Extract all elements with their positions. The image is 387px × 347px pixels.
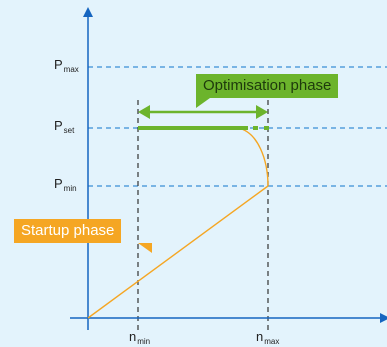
startup-callout-notch [138,243,152,253]
n-max-label: nmax [256,329,280,346]
p-max-label: Pmax [54,57,79,74]
p-set-green-dot-2 [264,126,269,130]
optimisation-phase-label: Optimisation phase [196,74,339,98]
optimisation-callout-notch [196,98,210,108]
startup-phase-label: Startup phase [14,219,122,243]
p-min-label: Pmin [54,176,77,193]
optimisation-curve [237,127,269,187]
optimisation-range-arrow-right [256,105,268,119]
optimisation-range-arrow-left [138,105,150,119]
startup-ramp-line [87,185,269,319]
n-min-label: nmin [129,329,151,346]
p-set-green-dot-1 [253,126,258,130]
p-set-label: Pset [54,118,75,135]
